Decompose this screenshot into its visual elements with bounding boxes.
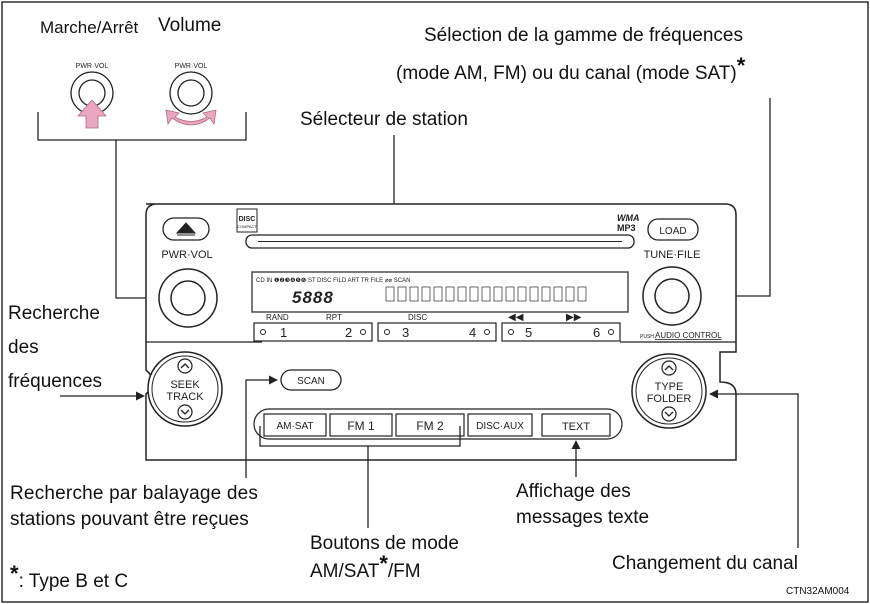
fm1-button[interactable]: [329, 413, 393, 437]
type-folder-button[interactable]: [631, 353, 707, 429]
pwr-vol-small-label-1: PWR·VOL: [76, 63, 109, 70]
leader-scan: [245, 375, 278, 478]
label-mode-line2: AM/SAT*/FM: [310, 551, 421, 582]
compact-disc-logo: [236, 208, 258, 233]
asterisk-mark: *: [736, 53, 746, 78]
seek-down-icon: [177, 404, 193, 420]
footnote-asterisk: *: [10, 561, 19, 586]
audio-control-label: AUDIO CONTROL: [655, 331, 722, 340]
disc-logo-text: DISC: [239, 216, 256, 223]
rotate-arrow-icon: [165, 109, 217, 126]
preset-5: 5: [525, 325, 532, 340]
text-button[interactable]: [541, 413, 611, 437]
load-button[interactable]: [647, 218, 699, 241]
type-up-icon: [661, 360, 677, 376]
asterisk-mark-mode: *: [379, 551, 388, 576]
label-text-line1: Affichage des: [516, 481, 631, 502]
volume-knob-illustration: PWR·VOL: [165, 63, 217, 126]
label-mode-line1: Boutons de mode: [310, 533, 459, 554]
label-range-line2: (mode AM, FM) ou du canal (mode SAT)*: [396, 53, 746, 84]
display-digits: 5888: [292, 288, 334, 307]
push-label: PUSH: [640, 334, 654, 340]
fm2-label: FM 2: [416, 419, 444, 433]
rand-label: RAND: [266, 313, 289, 322]
disc-logo-sub: COMPACT: [237, 224, 257, 229]
eject-icon: [175, 222, 197, 236]
tune-file-label: TUNE·FILE: [644, 249, 701, 261]
label-scan-line2: stations pouvant être reçues: [10, 509, 249, 530]
label-station-selector: Sélecteur de station: [300, 109, 468, 130]
radio-panel: DISC COMPACT WMA MP3 PWR·VOL LOAD TUNE·F…: [145, 203, 737, 461]
text-label: TEXT: [562, 421, 590, 433]
label-scan-line1: Recherche par balayage des: [10, 483, 259, 504]
mp3-logo: MP3: [617, 223, 636, 233]
preset-button-5-6[interactable]: [501, 322, 621, 342]
pwr-vol-small-label-2: PWR·VOL: [175, 63, 208, 70]
display-segments: [385, 286, 587, 302]
label-seek-line2: des: [8, 337, 39, 358]
fm2-button[interactable]: [395, 413, 465, 437]
track-label: TRACK: [166, 391, 204, 403]
leader-tune-file: [723, 98, 771, 301]
label-power: Marche/Arrêt: [40, 18, 139, 37]
folder-label: FOLDER: [647, 393, 692, 405]
seek-label: SEEK: [170, 379, 200, 391]
preset-2: 2: [345, 325, 352, 340]
preset-button-1-2[interactable]: [253, 322, 373, 342]
push-arrow-icon: [77, 99, 107, 129]
label-seek-line3: fréquences: [8, 371, 103, 392]
disc-label: DISC: [408, 313, 427, 322]
am-sat-label: AM·SAT: [276, 421, 313, 432]
am-sat-button[interactable]: [263, 413, 327, 437]
seek-track-button[interactable]: [147, 351, 223, 427]
display-indicators: CD IN ❶❷❸❹❺❻ ST DISC FILD ART TR FILE ⌀⌀…: [256, 277, 410, 284]
scan-label: SCAN: [297, 376, 325, 387]
disc-aux-button[interactable]: [467, 413, 533, 437]
type-label: TYPE: [655, 381, 684, 393]
wma-logo: WMA: [617, 213, 640, 223]
mode-bracket: [259, 426, 461, 447]
fm1-label: FM 1: [347, 419, 375, 433]
label-channel: Changement du canal: [612, 553, 798, 574]
seek-up-icon: [177, 358, 193, 374]
pwr-vol-label: PWR·VOL: [161, 249, 212, 261]
label-range-line1: Sélection de la gamme de fréquences: [424, 25, 743, 46]
disc-aux-label: DISC·AUX: [476, 421, 524, 432]
power-knob-illustration: PWR·VOL: [70, 63, 114, 129]
figure-code: CTN32AM004: [786, 586, 850, 597]
label-text-line2: messages texte: [516, 507, 650, 528]
type-down-icon: [661, 406, 677, 422]
forward-icon: ▶▶: [566, 312, 582, 323]
preset-4: 4: [469, 325, 476, 340]
scan-button[interactable]: [280, 369, 342, 391]
preset-button-3-4[interactable]: [377, 322, 497, 342]
load-label: LOAD: [659, 226, 686, 237]
leader-channel: [709, 389, 799, 548]
label-seek-line1: Recherche: [8, 303, 100, 324]
rpt-label: RPT: [326, 313, 342, 322]
rewind-icon: ◀◀: [508, 312, 524, 323]
label-footnote: *: Type B et C: [10, 561, 129, 592]
lcd-display: [251, 271, 629, 313]
label-volume: Volume: [158, 15, 222, 36]
knob-bracket: [37, 112, 247, 141]
preset-1: 1: [280, 325, 287, 340]
preset-3: 3: [402, 325, 409, 340]
preset-6: 6: [593, 325, 600, 340]
